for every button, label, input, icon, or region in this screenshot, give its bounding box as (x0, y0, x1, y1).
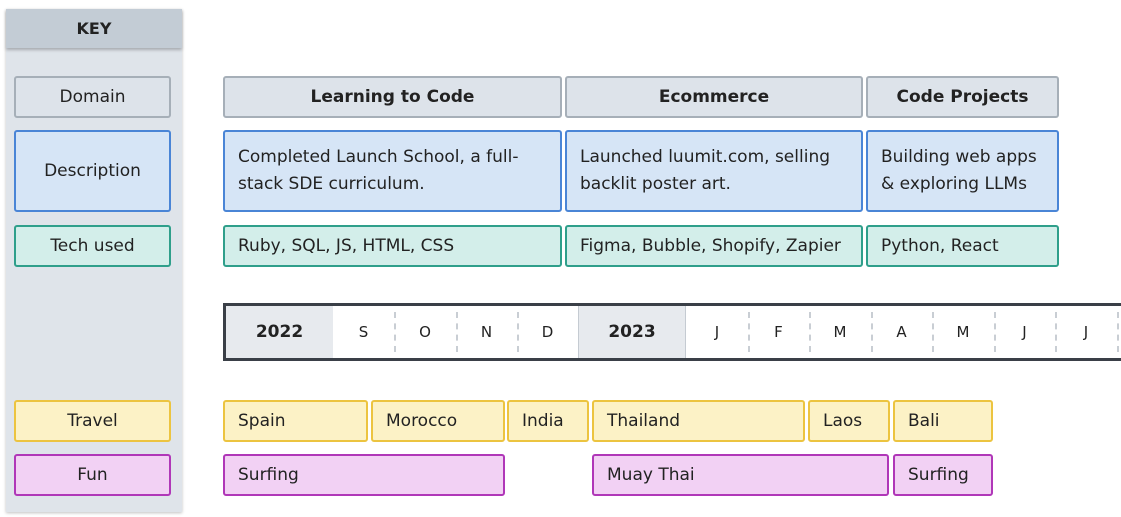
timeline-month: D (541, 323, 554, 341)
tech-ecommerce: Figma, Bubble, Shopify, Zapier (565, 225, 863, 267)
timeline-month: A (896, 323, 907, 341)
timeline-month: F (774, 323, 783, 341)
key-tech-used: Tech used (14, 225, 171, 267)
timeline-month: M (833, 323, 847, 341)
travel-item: Morocco (371, 400, 505, 442)
travel-item: Bali (893, 400, 993, 442)
timeline-divider (994, 312, 996, 352)
timeline-month: M (956, 323, 970, 341)
travel-item: Laos (808, 400, 890, 442)
domain-ecommerce: Ecommerce (565, 76, 863, 118)
key-fun: Fun (14, 454, 171, 496)
fun-item: Surfing (893, 454, 993, 496)
description-ecommerce: Launched luumit.com, selling backlit pos… (565, 130, 863, 212)
timeline-divider (517, 312, 519, 352)
timeline-year-2022: 2022 (223, 306, 333, 358)
key-description: Description (14, 130, 171, 212)
timeline-month: N (480, 323, 493, 341)
timeline-divider (871, 312, 873, 352)
fun-item: Muay Thai (592, 454, 889, 496)
timeline-bar: 2022 S O N D 2023 J F M A M J J (223, 303, 1121, 361)
description-code-projects: Building web apps & exploring LLMs (866, 130, 1059, 212)
description-learning-to-code: Completed Launch School, a full-stack SD… (223, 130, 562, 212)
key-travel: Travel (14, 400, 171, 442)
timeline-month: J (714, 323, 720, 341)
travel-item: India (507, 400, 589, 442)
timeline-divider (809, 312, 811, 352)
timeline-month: O (419, 323, 431, 341)
timeline-year-2023: 2023 (578, 306, 686, 358)
tech-learning-to-code: Ruby, SQL, JS, HTML, CSS (223, 225, 562, 267)
timeline-divider (748, 312, 750, 352)
domain-code-projects: Code Projects (866, 76, 1059, 118)
key-domain: Domain (14, 76, 171, 118)
key-header: KEY (6, 9, 182, 48)
domain-learning-to-code: Learning to Code (223, 76, 562, 118)
timeline-divider (1117, 312, 1119, 352)
travel-item: Thailand (592, 400, 805, 442)
travel-item: Spain (223, 400, 368, 442)
timeline-divider (456, 312, 458, 352)
timeline-divider (394, 312, 396, 352)
timeline-month: S (358, 323, 369, 341)
fun-item: Surfing (223, 454, 505, 496)
tech-code-projects: Python, React (866, 225, 1059, 267)
timeline-month: J (1022, 323, 1027, 341)
timeline-month: J (1083, 323, 1089, 341)
timeline-divider (1055, 312, 1057, 352)
timeline-divider (932, 312, 934, 352)
